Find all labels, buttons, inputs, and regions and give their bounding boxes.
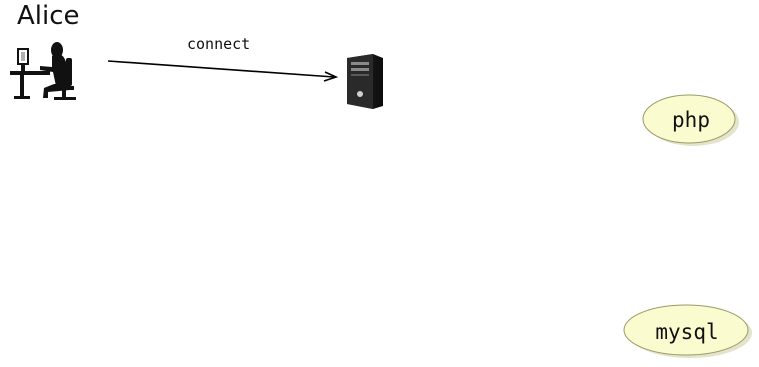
- connect-arrow: [107, 60, 339, 82]
- actor-name: Alice: [17, 1, 80, 31]
- mysql-node: mysql: [619, 302, 755, 362]
- person-at-computer-icon: [10, 42, 76, 100]
- edge-label: connect: [187, 35, 251, 53]
- php-node-label: php: [672, 108, 710, 132]
- php-node: php: [640, 92, 742, 148]
- mysql-node-label: mysql: [655, 320, 719, 344]
- server-tower-icon: [347, 54, 383, 109]
